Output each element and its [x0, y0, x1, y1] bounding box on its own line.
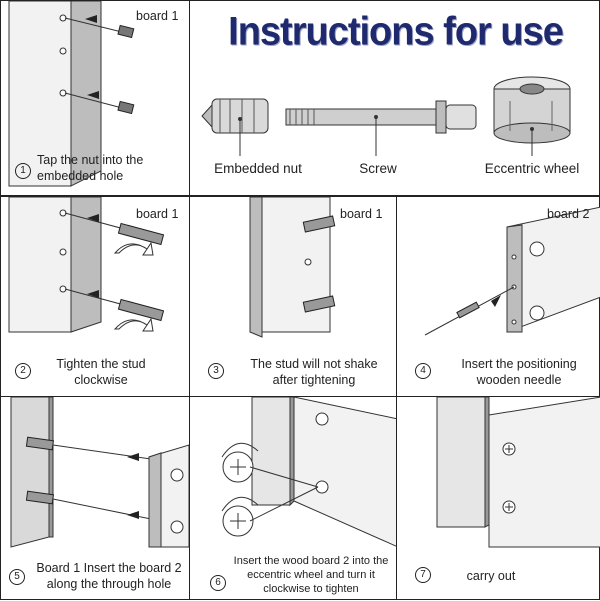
parts-panel: Instructions for use Embedded nut Screw …	[189, 0, 600, 196]
step-2-number: 2	[15, 363, 31, 379]
step-4-board-label: board 2	[547, 207, 590, 221]
step-1-number: 1	[15, 163, 31, 179]
step-4-panel: board 2 4 Insert the positioning wooden …	[396, 196, 600, 397]
step-2-board-label: board 1	[136, 207, 179, 221]
screw-icon	[285, 100, 477, 134]
step-4-caption: Insert the positioning wooden needle	[441, 357, 597, 388]
step-6-caption-line1: Insert the wood board 2 into the	[233, 555, 389, 567]
step-2-illustration	[8, 197, 165, 333]
step-1-illustration	[8, 1, 135, 187]
step-6-illustration	[221, 397, 398, 548]
step-1-panel: board 1 1 Tap the nut into the embedded …	[0, 0, 190, 196]
embedded-nut-icon	[201, 98, 269, 134]
rotate-arrow-icon	[113, 241, 154, 256]
part-label-wheel: Eccentric wheel	[484, 161, 580, 176]
step-5-caption: Board 1 Insert the board 2 along the thr…	[29, 561, 189, 592]
step-3-panel: board 1 3 The stud will not shake after …	[189, 196, 397, 397]
eccentric-wheel-icon	[493, 76, 571, 144]
step-3-caption-line1: The stud will not shake	[250, 357, 378, 371]
step-7-panel: 7 carry out	[396, 396, 600, 600]
part-label-nut: Embedded nut	[214, 161, 302, 176]
parts-illustration	[201, 76, 571, 156]
step-3-caption: The stud will not shake after tightening	[234, 357, 394, 388]
page-title: Instructions for use	[228, 9, 564, 55]
step-3-caption-line2: after tightening	[272, 372, 356, 387]
step-3-board-label: board 1	[340, 207, 383, 221]
step-6-caption: Insert the wood board 2 into the eccentr…	[226, 555, 396, 596]
step-3-illustration	[249, 197, 336, 338]
step-6-number: 6	[210, 575, 226, 591]
step-4-caption-line1: Insert the positioning	[461, 357, 577, 371]
step-6-panel: 6 Insert the wood board 2 into the eccen…	[189, 396, 398, 600]
step-2-caption: Tighten the stud clockwise	[41, 357, 161, 388]
step-7-caption-line1: carry out	[466, 569, 516, 583]
step-7-illustration	[436, 397, 600, 548]
step-4-number: 4	[415, 363, 431, 379]
part-label-screw: Screw	[359, 161, 397, 176]
step-3-number: 3	[208, 363, 224, 379]
step-5-caption-line2: along the through hole	[46, 576, 172, 591]
step-4-caption-line2: wooden needle	[476, 372, 562, 387]
step-1-caption-line1: Tap the nut into the	[37, 153, 144, 167]
step-2-panel: board 1 2 Tighten the stud clockwise	[0, 196, 190, 397]
step-1-board-label: board 1	[136, 9, 179, 23]
step-2-caption-line2: clockwise	[74, 372, 128, 387]
rotate-arrow-icon	[113, 317, 154, 332]
step-6-caption-line2: eccentric wheel and turn it	[247, 568, 375, 581]
step-7-caption: carry out	[441, 569, 541, 585]
step-6-caption-line3: clockwise to tighten	[263, 582, 359, 595]
eccentric-wheel-icon	[222, 451, 254, 537]
step-1-caption: Tap the nut into the embedded hole	[37, 153, 187, 184]
step-1-caption-line2: embedded hole	[37, 168, 124, 183]
step-5-panel: 5 Board 1 Insert the board 2 along the t…	[0, 396, 190, 600]
step-5-number: 5	[9, 569, 25, 585]
step-7-number: 7	[415, 567, 431, 583]
step-5-illustration	[10, 397, 190, 548]
step-4-illustration	[424, 206, 600, 336]
step-2-caption-line1: Tighten the stud	[56, 357, 146, 371]
step-5-caption-line1: Board 1 Insert the board 2	[36, 561, 182, 575]
